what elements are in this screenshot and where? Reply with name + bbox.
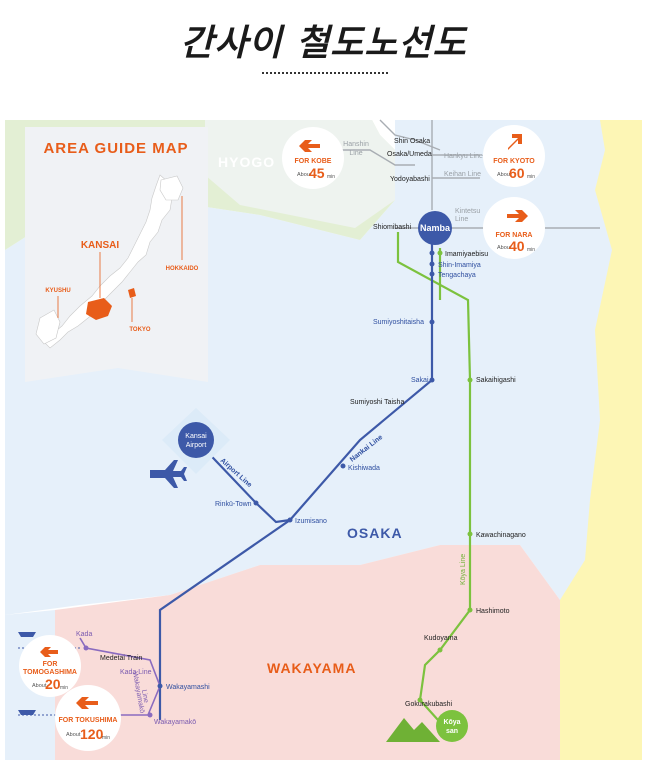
- svg-text:FOR: FOR: [43, 661, 58, 668]
- page-title: 간사이 철도노선도: [180, 23, 467, 64]
- kada-line-label: Kada Line: [120, 669, 152, 676]
- station-dots: [83, 250, 473, 718]
- keihan-line-label: Keihan Line: [444, 171, 481, 178]
- station-tengachaya: Tengachaya: [438, 272, 476, 279]
- station-izumisano: Izumisano: [295, 518, 327, 525]
- koya-hub-label-2: san: [446, 728, 458, 735]
- airplane-icon: [150, 460, 187, 488]
- station-sakai: Sakai: [411, 377, 429, 384]
- destination-nara[interactable]: FOR NARA About 40 min: [483, 197, 545, 259]
- station-wakayamako: Wakayamakō: [154, 719, 196, 726]
- arrow-left-icon: [76, 697, 98, 709]
- station-sumiyoshitaisha: Sumiyoshitaisha: [373, 319, 424, 326]
- namba-hub-label: Namba: [420, 223, 451, 233]
- station-sakaihigashi: Sakaihigashi: [476, 377, 516, 384]
- station-wakayamashi: Wakayamashi: [166, 684, 210, 691]
- station-gokurakubashi: Gokurakubashi: [405, 701, 453, 708]
- medetai-train-label: Medetai Train: [100, 655, 143, 662]
- station-osaka-umeda: Osaka/Umeda: [387, 151, 432, 158]
- station-hashimoto: Hashimoto: [476, 608, 510, 615]
- hankyu-line-label: Hankyu Line: [444, 153, 483, 160]
- hokkaido-shape: [159, 175, 184, 201]
- wakayamako-line-label-2: Line: [140, 689, 149, 703]
- koya-hub-label: Kōya: [443, 719, 460, 726]
- svg-text:40: 40: [509, 238, 525, 254]
- kada-line-track: [79, 637, 161, 687]
- mountain-icon: [386, 718, 440, 742]
- arrow-right-icon: [507, 210, 528, 222]
- region-wakayama: WAKAYAMA: [267, 660, 356, 676]
- svg-text:FOR TOKUSHIMA: FOR TOKUSHIMA: [59, 717, 118, 724]
- svg-text:FOR KYOTO: FOR KYOTO: [493, 158, 535, 165]
- svg-text:About: About: [297, 172, 312, 178]
- svg-text:About: About: [497, 172, 512, 178]
- station-kada: Kada: [76, 631, 92, 638]
- svg-text:min: min: [327, 174, 335, 180]
- destination-tomogashima[interactable]: FOR TOMOGASHIMA About 20 min: [19, 635, 81, 697]
- inset-kyushu-label: KYUSHU: [45, 288, 70, 294]
- station-imamiyaebisu: Imamiyaebisu: [445, 251, 488, 258]
- inset-hokkaido-label: HOKKAIDO: [166, 266, 199, 272]
- destination-kyoto[interactable]: FOR KYOTO About 60 min: [483, 125, 545, 187]
- kyushu-shape: [35, 309, 61, 345]
- area-guide-inset: AREA GUIDE MAP KANSAI HOKKAIDO TOKYO KYU…: [25, 127, 208, 382]
- station-kawachinagano: Kawachinagano: [476, 532, 526, 539]
- station-shiomibashi: Shiomibashi: [373, 224, 412, 231]
- svg-text:min: min: [527, 174, 535, 180]
- svg-text:About: About: [32, 683, 47, 689]
- inset-kansai-label: KANSAI: [81, 240, 120, 251]
- station-sumiyoshi-taisha: Sumiyoshi Taisha: [350, 399, 404, 406]
- svg-text:60: 60: [509, 165, 525, 181]
- arrow-up-right-icon: [508, 134, 522, 150]
- nankai-line-track: [158, 232, 434, 720]
- ship-icon: [18, 632, 36, 637]
- kansai-highlight: [86, 298, 112, 320]
- title-divider: [262, 72, 388, 74]
- airport-hub-label-2: Airport: [186, 442, 207, 449]
- station-shin-imamiya: Shin-Imamiya: [438, 262, 481, 269]
- arrow-left-icon: [299, 140, 320, 152]
- svg-text:FOR NARA: FOR NARA: [496, 232, 533, 239]
- tokyo-highlight: [128, 288, 136, 298]
- arrow-left-icon: [40, 647, 58, 657]
- airport-line-track: [195, 439, 291, 524]
- namba-hub[interactable]: [418, 211, 452, 245]
- region-osaka: OSAKA: [347, 525, 403, 541]
- wakayama-area: [55, 545, 560, 760]
- svg-text:About: About: [497, 245, 512, 251]
- inset-tokyo-label: TOKYO: [129, 327, 151, 333]
- destination-kobe[interactable]: FOR KOBE About 45 min: [282, 127, 344, 189]
- svg-text:FOR KOBE: FOR KOBE: [295, 158, 332, 165]
- koya-line-label: Kōya Line: [460, 554, 467, 585]
- nara-area: [560, 120, 642, 760]
- station-yodoyabashi: Yodoyabashi: [390, 176, 430, 183]
- koya-san-hub[interactable]: [436, 710, 468, 742]
- svg-text:min: min: [527, 247, 535, 253]
- kintetsu-line-label-2: Line: [455, 216, 468, 223]
- airport-hub-label: Kansai: [185, 433, 207, 440]
- svg-text:min: min: [102, 735, 110, 741]
- hanshin-line-label: Hanshin: [343, 141, 369, 148]
- svg-text:About: About: [66, 732, 81, 738]
- svg-text:TOMOGASHIMA: TOMOGASHIMA: [23, 669, 77, 676]
- svg-text:45: 45: [309, 165, 325, 181]
- station-shin-osaka: Shin Osaka: [394, 138, 430, 145]
- destination-tokushima[interactable]: FOR TOKUSHIMA About 120 min: [55, 685, 121, 751]
- svg-text:120: 120: [80, 726, 104, 742]
- station-kudoyama: Kudoyama: [424, 635, 458, 642]
- kansai-airport[interactable]: Kansai Airport: [162, 408, 230, 474]
- region-hyogo: HYOGO: [218, 154, 275, 170]
- svg-text:min: min: [60, 685, 68, 691]
- inset-heading: AREA GUIDE MAP: [43, 140, 188, 157]
- station-kishiwada: Kishiwada: [348, 465, 380, 472]
- svg-text:20: 20: [45, 676, 61, 692]
- station-rinku-town: Rinkū-Town: [215, 501, 252, 508]
- kintetsu-line-label: Kintetsu: [455, 208, 480, 215]
- hanshin-line-label-2: Line: [349, 150, 362, 157]
- ship-icon: [18, 710, 36, 715]
